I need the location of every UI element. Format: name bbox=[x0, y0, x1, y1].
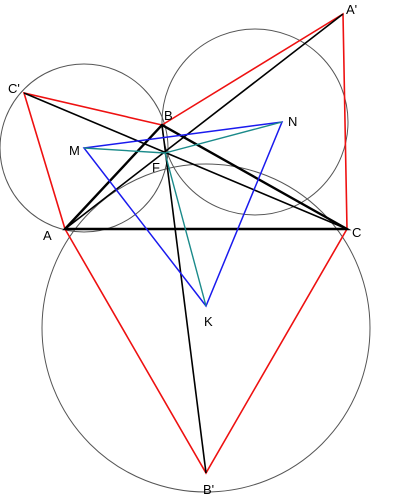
fermat-segments bbox=[83, 121, 283, 307]
label-k: K bbox=[204, 314, 213, 329]
label-c: C bbox=[352, 225, 361, 240]
label-b-prime: B' bbox=[203, 482, 214, 497]
segment-a-a-prime bbox=[64, 13, 344, 230]
circumcircles bbox=[0, 28, 371, 493]
cevians bbox=[23, 13, 348, 474]
segment-f-k bbox=[164, 152, 207, 307]
label-b: B bbox=[164, 108, 173, 123]
segment-b-b-prime bbox=[161, 124, 207, 474]
label-m: M bbox=[69, 143, 80, 158]
label-c-prime: C' bbox=[8, 81, 20, 96]
label-f: F bbox=[152, 160, 160, 175]
point-labels: A B C A' B' C' F M N K bbox=[8, 2, 361, 497]
base-triangle bbox=[62, 123, 352, 231]
segment-f-n bbox=[164, 121, 283, 154]
circle-n bbox=[161, 28, 349, 216]
segment-c-c-prime bbox=[23, 92, 348, 230]
outer-triangles bbox=[22, 12, 348, 475]
label-a: A bbox=[43, 228, 52, 243]
label-a-prime: A' bbox=[346, 2, 357, 17]
label-n: N bbox=[288, 114, 297, 129]
triangle-b-a-prime-c bbox=[161, 12, 348, 230]
segment-f-m bbox=[83, 147, 166, 154]
napoleon-triangle bbox=[82, 121, 284, 308]
circle-m bbox=[0, 63, 169, 233]
circle-k bbox=[41, 163, 371, 493]
triangle-a-b-prime-c bbox=[64, 228, 348, 475]
